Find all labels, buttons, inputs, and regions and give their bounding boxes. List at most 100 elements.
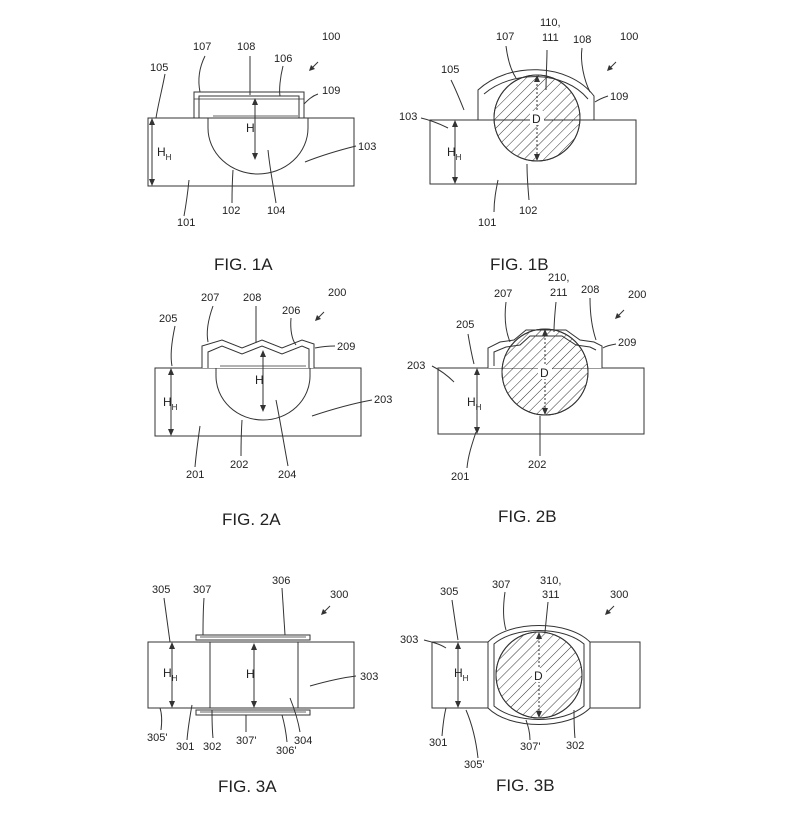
leader-103: [420, 117, 449, 129]
dim-hh: HH: [454, 666, 469, 683]
arrow-head: [607, 65, 613, 71]
d-label-bg: [532, 668, 546, 682]
label-200: 200: [328, 287, 346, 299]
arrow-up: [149, 118, 155, 125]
hole-cavity: [207, 117, 309, 175]
label-109: 109: [610, 91, 628, 103]
label-203: 203: [407, 360, 425, 372]
label-102: 102: [222, 205, 240, 217]
arrow-up: [455, 642, 461, 649]
label-108: 108: [237, 41, 255, 53]
arrow-down: [536, 711, 542, 718]
label-303: 303: [400, 634, 418, 646]
bottom-film: [195, 709, 311, 716]
label-107: 107: [193, 41, 211, 53]
arrow-down: [251, 701, 257, 708]
arrow-down: [534, 154, 540, 161]
label-305: 305: [152, 584, 170, 596]
label-101: 101: [177, 217, 195, 229]
label-307: 307: [492, 579, 510, 591]
label-111: 111: [542, 32, 559, 44]
arrow-head: [605, 609, 611, 615]
label-300: 300: [610, 589, 628, 601]
label-305-prime: 305': [147, 732, 167, 744]
arrow-up: [534, 75, 540, 82]
leader-110: [545, 49, 548, 91]
leader-305p: [159, 707, 163, 731]
leader-206: [290, 317, 297, 346]
leader-109: [303, 93, 319, 105]
label-200: 200: [628, 289, 646, 301]
arrow-down: [168, 429, 174, 436]
label-305: 305: [440, 586, 458, 598]
label-300: 300: [330, 589, 348, 601]
dim-h: H: [246, 667, 255, 681]
leader-105: [450, 79, 465, 111]
leader-307: [503, 591, 507, 631]
dim-hh: HH: [467, 395, 482, 412]
label-203: 203: [374, 394, 392, 406]
arrow-up: [260, 350, 266, 357]
leader-301: [441, 707, 447, 737]
arrow-down: [452, 177, 458, 184]
label-101: 101: [478, 217, 496, 229]
arrow-down: [252, 153, 258, 160]
top-film: [195, 634, 311, 641]
leader-203: [431, 365, 455, 383]
arrow-down: [169, 701, 175, 708]
leader-303: [423, 639, 447, 649]
leader-108: [581, 47, 591, 93]
label-208: 208: [581, 284, 599, 296]
leader-305: [451, 599, 459, 641]
leader-201: [194, 425, 201, 468]
figure-caption: FIG. 3A: [218, 777, 277, 796]
arrow-down: [149, 179, 155, 186]
leader-104: [267, 149, 277, 204]
label-301: 301: [176, 741, 194, 753]
arrow-up: [169, 642, 175, 649]
figure-1b: D HH 110, 111 107 108 100 105 109 103 10…: [399, 17, 638, 274]
leader-207: [504, 301, 511, 343]
label-206: 206: [282, 305, 300, 317]
label-205: 205: [456, 319, 474, 331]
arrow-up: [252, 98, 258, 105]
figure-caption: FIG. 2A: [222, 510, 281, 529]
leader-306p: [281, 714, 288, 743]
label-210: 210,: [548, 272, 569, 284]
figure-caption: FIG. 2B: [498, 507, 557, 526]
leader-106: [279, 65, 284, 97]
leader-109: [594, 95, 609, 103]
leader-208: [589, 297, 597, 341]
label-302: 302: [566, 740, 584, 752]
cover-film-inner: [493, 630, 585, 720]
dim-d: D: [540, 366, 549, 380]
arrow-up: [474, 368, 480, 375]
leader-307: [202, 597, 205, 636]
label-103: 103: [399, 111, 417, 123]
figure-3a: H HH 305 307 306 300 303 305' 301 302 30…: [147, 575, 378, 796]
label-104: 104: [267, 205, 285, 217]
label-105: 105: [441, 64, 459, 76]
leader-204: [275, 399, 289, 467]
leader-209: [314, 345, 336, 349]
leader-202: [240, 419, 243, 457]
arrow-down: [474, 427, 480, 434]
label-207: 207: [201, 292, 219, 304]
label-211: 211: [550, 287, 568, 299]
label-310: 310,: [540, 575, 561, 587]
label-303: 303: [360, 671, 378, 683]
d-label-bg: [530, 111, 544, 125]
label-307: 307: [193, 584, 211, 596]
label-311: 311: [542, 589, 560, 601]
cover-layer-inner: [198, 95, 300, 119]
arrow-down: [260, 405, 266, 412]
dim-h: H: [255, 373, 264, 387]
label-209: 209: [618, 337, 636, 349]
figure-2b: D HH 210, 211 207 208 200 205 209 203 20…: [407, 272, 646, 526]
dim-d: D: [532, 112, 541, 126]
label-108: 108: [573, 34, 591, 46]
leader-102: [526, 163, 530, 201]
dim-d: D: [534, 669, 543, 683]
leader-105: [155, 73, 166, 119]
label-307-prime: 307': [236, 735, 256, 747]
